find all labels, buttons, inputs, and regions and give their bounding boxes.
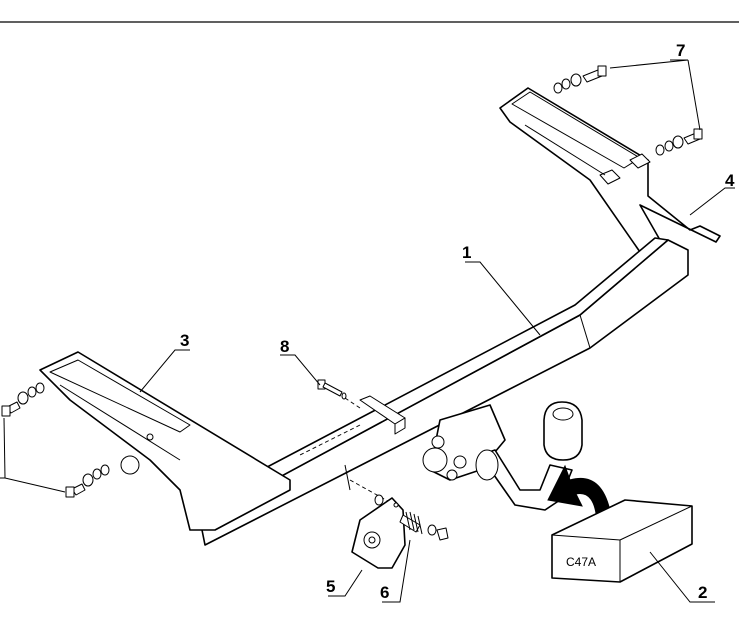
callout-8: 8 xyxy=(280,337,289,356)
bolt-set-left-upper xyxy=(1,382,45,417)
callout-3: 3 xyxy=(180,331,189,350)
bolt-set-upper xyxy=(553,65,607,94)
box-code-label: C47A xyxy=(566,555,596,569)
left-side-bracket xyxy=(39,351,291,531)
bolt-set-lower xyxy=(655,128,703,156)
callout-7: 7 xyxy=(676,41,685,60)
bolt-part-8 xyxy=(317,379,347,400)
right-side-bracket xyxy=(499,87,721,253)
bolt-set-left-lower xyxy=(65,464,110,498)
callout-6: 6 xyxy=(380,583,389,602)
callout-2: 2 xyxy=(698,583,707,602)
socket-plate xyxy=(351,497,406,569)
packaging-box: C47A xyxy=(551,499,693,583)
spring-and-nut xyxy=(374,494,449,541)
curved-arrow-icon xyxy=(547,464,613,523)
callout-5: 5 xyxy=(326,577,335,596)
tow-ball-assembly xyxy=(422,401,583,511)
callout-1: 1 xyxy=(462,243,471,262)
center-mount-block xyxy=(359,395,406,435)
assembly-line-bolt xyxy=(344,397,361,409)
callout-4: 4 xyxy=(725,171,735,190)
callout-leaders xyxy=(0,59,735,603)
